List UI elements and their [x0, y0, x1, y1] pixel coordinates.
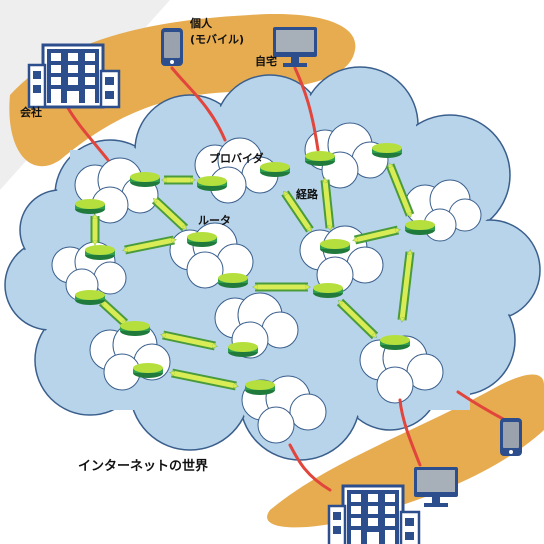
bottom-orange-band	[267, 374, 544, 528]
router-icon	[260, 162, 290, 177]
double-arrow-icon	[399, 252, 413, 320]
router-icon	[305, 151, 335, 166]
router-icon	[133, 363, 163, 378]
provider-label: プロバイダ	[209, 152, 264, 165]
double-arrow-icon	[387, 165, 413, 215]
double-arrow-icon	[282, 193, 313, 230]
company-access-line	[66, 106, 110, 162]
router-icon	[218, 273, 248, 288]
route-label: 経路	[296, 188, 318, 201]
router-icon	[245, 380, 275, 395]
router-icon	[380, 335, 410, 350]
router-icon	[228, 342, 258, 357]
double-arrow-icon	[155, 200, 185, 228]
access-lines	[66, 66, 507, 492]
bottom-mobile-access-line	[456, 390, 507, 422]
router-icon	[197, 176, 227, 191]
smartphone-icon	[500, 418, 522, 456]
router-icon	[313, 283, 343, 298]
router-icon	[405, 220, 435, 235]
double-arrow-icon	[322, 180, 333, 228]
double-arrow-icon	[163, 332, 215, 349]
double-arrow-icon	[172, 370, 236, 389]
router-icon	[187, 232, 217, 247]
router-icon	[85, 245, 115, 260]
home-access-line	[293, 66, 320, 152]
router-label: ルータ	[198, 214, 231, 227]
router-icon	[372, 143, 402, 158]
router-icon	[75, 290, 105, 305]
double-arrow-icon	[102, 302, 125, 323]
double-arrow-icon	[125, 237, 174, 253]
cloud-icon	[74, 157, 159, 224]
internet-world-label: インターネットの世界	[78, 459, 209, 474]
mobile-label: (モバイル)	[190, 33, 245, 46]
bottom-home-access-line	[398, 398, 422, 467]
router-icon	[320, 239, 350, 254]
smartphone-icon	[161, 28, 183, 66]
router-icon	[130, 172, 160, 187]
cloud-icon	[169, 222, 254, 289]
mobile-access-line	[170, 66, 227, 142]
individual-label: 個人	[190, 17, 212, 30]
double-arrow-icon	[340, 302, 375, 336]
monitor-icon	[414, 467, 458, 507]
router-icon	[120, 321, 150, 336]
bottom-company-access-line	[288, 443, 332, 492]
home-label: 自宅	[255, 55, 277, 68]
router-icon	[75, 199, 105, 214]
cloud-icon	[194, 137, 279, 204]
double-arrow-icon	[355, 227, 398, 243]
company-label: 会社	[20, 106, 42, 119]
